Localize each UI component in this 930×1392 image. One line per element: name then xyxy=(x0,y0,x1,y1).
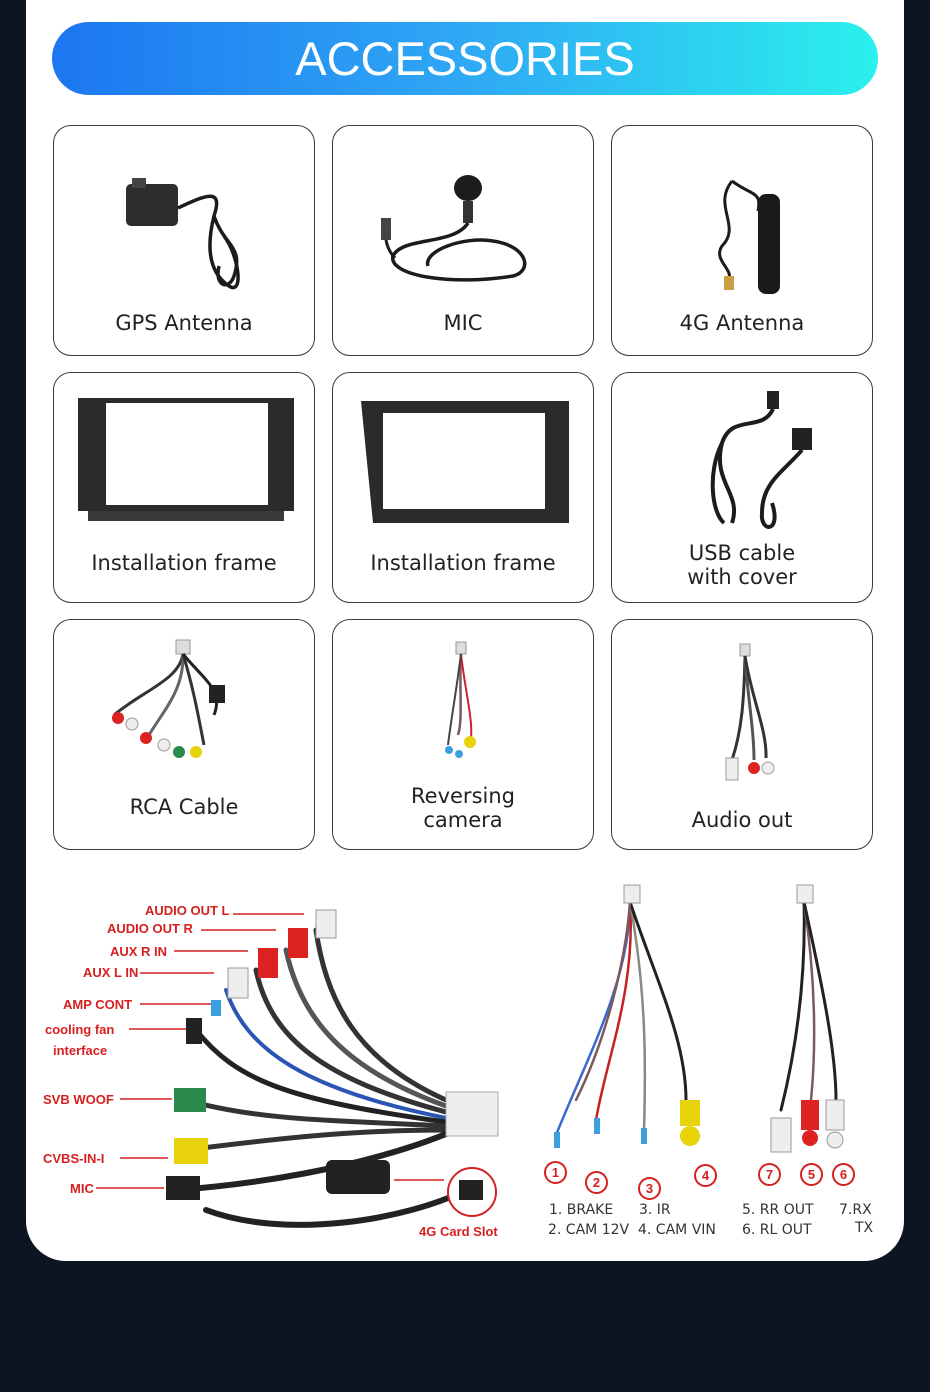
legend-brake: 1. BRAKE xyxy=(549,1202,614,1218)
card-mic: MIC xyxy=(332,125,594,356)
legend-rx: 7.RX xyxy=(839,1202,872,1218)
legend-tx: TX xyxy=(855,1220,874,1236)
label-cooling-fan: cooling fan xyxy=(45,1022,115,1037)
connector-number: 5 xyxy=(800,1163,823,1186)
legend-cam12v: 2. CAM 12V xyxy=(548,1222,630,1238)
card-usb-cable: USB cable with cover xyxy=(611,372,873,603)
card-label: Installation frame xyxy=(370,551,556,575)
mic-image xyxy=(381,175,527,282)
connector-number: 3 xyxy=(638,1177,661,1200)
connector-number: 1 xyxy=(544,1161,567,1184)
legend-rlout: 6. RL OUT xyxy=(742,1222,812,1238)
4g-antenna-image xyxy=(718,179,780,294)
label-audio-out-r: AUDIO OUT R xyxy=(107,921,193,936)
legend-ir: 3. IR xyxy=(639,1202,671,1218)
connector-number: 4 xyxy=(694,1164,717,1187)
card-label: MIC xyxy=(443,311,483,335)
legend-rrout: 5. RR OUT xyxy=(742,1202,814,1218)
label-aux-l-in: AUX L IN xyxy=(83,965,139,980)
harness-wiring-image xyxy=(96,884,845,1228)
reversing-camera-image xyxy=(445,641,476,758)
harness-diagram: AUDIO OUT L AUDIO OUT R AUX R IN AUX L I… xyxy=(26,0,904,1261)
card-label-line1: Reversing xyxy=(411,784,515,808)
usb-cable-image xyxy=(710,391,812,529)
card-label: GPS Antenna xyxy=(115,311,253,335)
card-label-line2: camera xyxy=(423,808,503,832)
connector-number: 2 xyxy=(585,1171,608,1194)
card-audio-out: Audio out xyxy=(611,619,873,850)
connector-number: 7 xyxy=(758,1163,781,1186)
card-label: RCA Cable xyxy=(129,795,239,819)
label-audio-out-l: AUDIO OUT L xyxy=(145,903,230,918)
card-gps-antenna: GPS Antenna xyxy=(53,125,315,356)
label-mic: MIC xyxy=(70,1181,94,1196)
banner-title: ACCESSORIES xyxy=(295,32,635,85)
connector-number: 6 xyxy=(832,1163,855,1186)
label-interface: interface xyxy=(53,1043,108,1058)
installation-frame-image xyxy=(361,401,569,523)
legend-camvin: 4. CAM VIN xyxy=(638,1222,716,1238)
card-installation-frame-1: Installation frame xyxy=(53,372,315,603)
card-reversing-camera: Reversing camera xyxy=(332,619,594,850)
card-label: Audio out xyxy=(691,808,793,832)
card-label-line2: with cover xyxy=(687,565,797,589)
card-label-line1: USB cable xyxy=(688,541,796,565)
card-rca-cable: RCA Cable xyxy=(53,619,315,850)
label-aux-r-in: AUX R IN xyxy=(110,944,168,959)
card-4g-antenna: 4G Antenna xyxy=(611,125,873,356)
label-4g-card-slot: 4G Card Slot xyxy=(419,1224,498,1239)
card-label: 4G Antenna xyxy=(679,311,805,335)
label-cvbs-in: CVBS-IN-I xyxy=(43,1151,105,1166)
card-label: Installation frame xyxy=(91,551,277,575)
label-amp-cont: AMP CONT xyxy=(63,997,133,1012)
gps-antenna-image xyxy=(126,178,240,290)
audio-out-image xyxy=(725,643,775,781)
accessories-banner: ACCESSORIES xyxy=(52,22,878,95)
content-panel: ACCESSORIES GPS Antenna MIC 4G Antenna xyxy=(26,0,904,1261)
rca-cable-image xyxy=(112,639,225,758)
card-installation-frame-2: Installation frame xyxy=(332,372,594,603)
installation-frame-image xyxy=(78,398,294,521)
label-svb-woof: SVB WOOF xyxy=(43,1092,114,1107)
